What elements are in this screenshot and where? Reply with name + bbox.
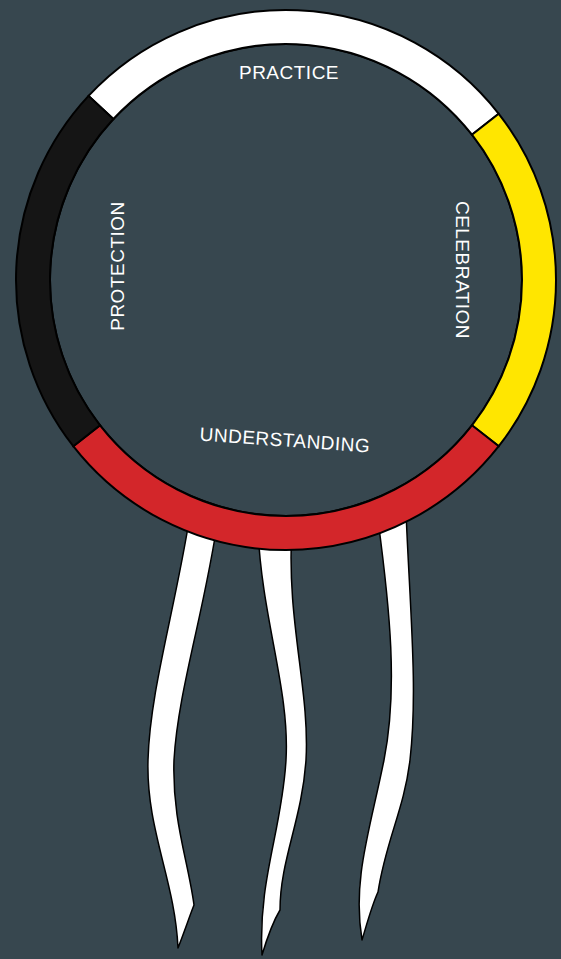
wheel: [16, 10, 556, 550]
wheel-segment: [89, 10, 499, 135]
ribbons: [148, 512, 414, 955]
wheel-segment: [472, 114, 556, 446]
segment-label: PRACTICE: [239, 63, 339, 82]
segment-label: PROTECTION: [108, 201, 127, 331]
ribbon: [148, 515, 218, 948]
segment-label: UNDERSTANDING: [199, 425, 371, 456]
wheel-segment: [73, 425, 499, 550]
ribbon: [359, 512, 413, 940]
segment-label: CELEBRATION: [453, 201, 472, 339]
wheel-segment: [16, 96, 113, 446]
ribbon: [258, 528, 306, 955]
inner-circle: [50, 44, 522, 516]
